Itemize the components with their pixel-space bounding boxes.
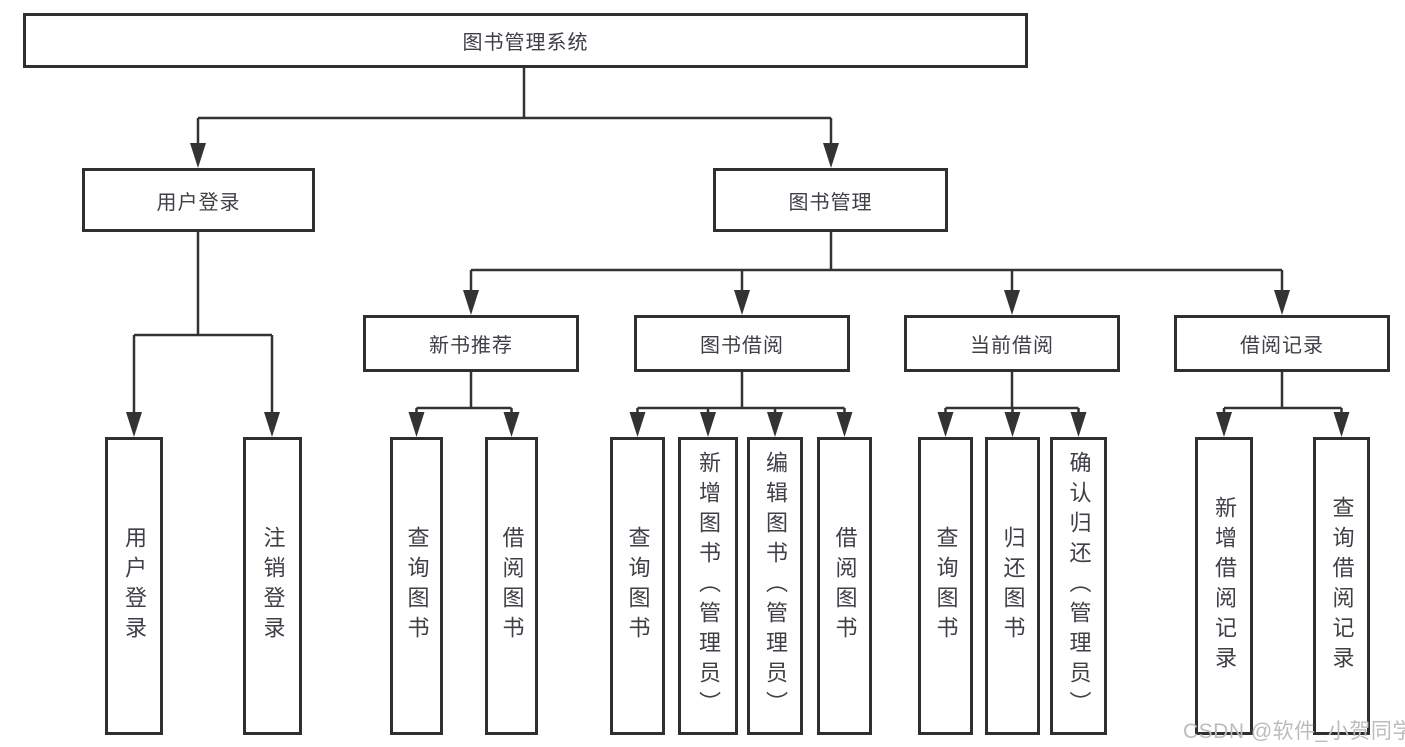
arrowhead-icon [1070,412,1087,437]
leaf-add-book-admin: 新增图书（管理员） [678,437,738,735]
arrowhead-icon [264,412,280,437]
arrowhead-icon [1004,412,1021,437]
node-user-login: 用户登录 [82,168,315,232]
arrowhead-icon [767,412,783,437]
arrowhead-icon [629,412,646,437]
arrowhead-icon [1274,290,1290,315]
arrowhead-icon [1004,290,1020,315]
leaf-user-login: 用户登录 [105,437,163,735]
arrowheads [126,143,1350,437]
arrowhead-icon [836,412,853,437]
node-new-book-recommendation: 新书推荐 [363,315,579,372]
arrowhead-icon [408,412,425,437]
leaf-borrow-books-borrowing: 借阅图书 [817,437,872,735]
leaf-edit-book-admin: 编辑图书（管理员） [747,437,803,735]
arrowhead-icon [1333,412,1350,437]
leaf-query-borrow-record: 查询借阅记录 [1313,437,1370,735]
leaf-query-books-current: 查询图书 [918,437,973,735]
arrowhead-icon [823,143,839,168]
leaf-confirm-return-admin: 确认归还（管理员） [1050,437,1107,735]
arrowhead-icon [700,412,716,437]
arrowhead-icon [734,290,750,315]
leaf-return-books: 归还图书 [985,437,1040,735]
leaf-query-books-recommend: 查询图书 [390,437,443,735]
watermark: CSDN @软件_小贺同学 [1183,720,1405,743]
arrowhead-icon [1216,412,1232,437]
arrowhead-icon [463,290,479,315]
arrowhead-icon [937,412,954,437]
node-current-borrowing: 当前借阅 [904,315,1120,372]
node-book-management: 图书管理 [713,168,948,232]
leaf-query-books-borrowing: 查询图书 [610,437,665,735]
node-borrowing-records: 借阅记录 [1174,315,1390,372]
leaf-borrow-books-recommend: 借阅图书 [485,437,538,735]
arrowhead-icon [190,143,206,168]
leaf-add-borrow-record: 新增借阅记录 [1195,437,1253,735]
arrowhead-icon [126,412,142,437]
node-root-system: 图书管理系统 [23,13,1028,68]
leaf-logout: 注销登录 [243,437,302,735]
arrowhead-icon [503,412,520,437]
node-book-borrowing: 图书借阅 [634,315,850,372]
